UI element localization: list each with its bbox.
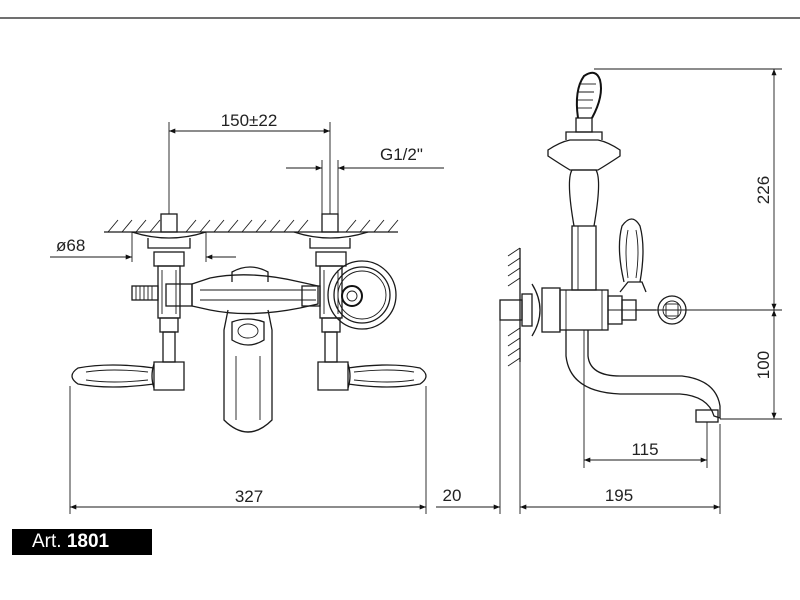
dimension-depth-label: 195 [605,486,633,505]
dimension-rosette: ø68 [50,232,236,262]
dimension-thread: G1/2" [286,145,444,214]
front-view [71,213,427,433]
dimension-spout-height-label: 100 [754,351,773,379]
dimension-total-width-label: 327 [235,487,263,506]
dimension-thread-label: G1/2" [380,145,423,164]
dimension-total-width: 327 [69,386,427,514]
side-view [499,71,721,423]
dimension-shower-height: 226 [594,68,782,311]
dimension-spout-height: 100 [720,310,782,420]
dimension-spacing-label: 150±22 [221,111,278,130]
dimension-shower-height-label: 226 [754,176,773,204]
dimension-spacing: 150±22 [168,111,331,214]
article-number: 1801 [66,531,110,552]
article-label: Art. 1801 [12,529,152,555]
dimension-depth: 20 195 [436,320,721,514]
dimension-spout-reach-label: 115 [631,440,658,459]
dimension-rosette-label: ø68 [56,236,85,255]
dimension-wall-offset-label: 20 [443,486,462,505]
dimension-spout-reach: 115 [583,330,708,468]
article-prefix: Art. [32,531,62,552]
